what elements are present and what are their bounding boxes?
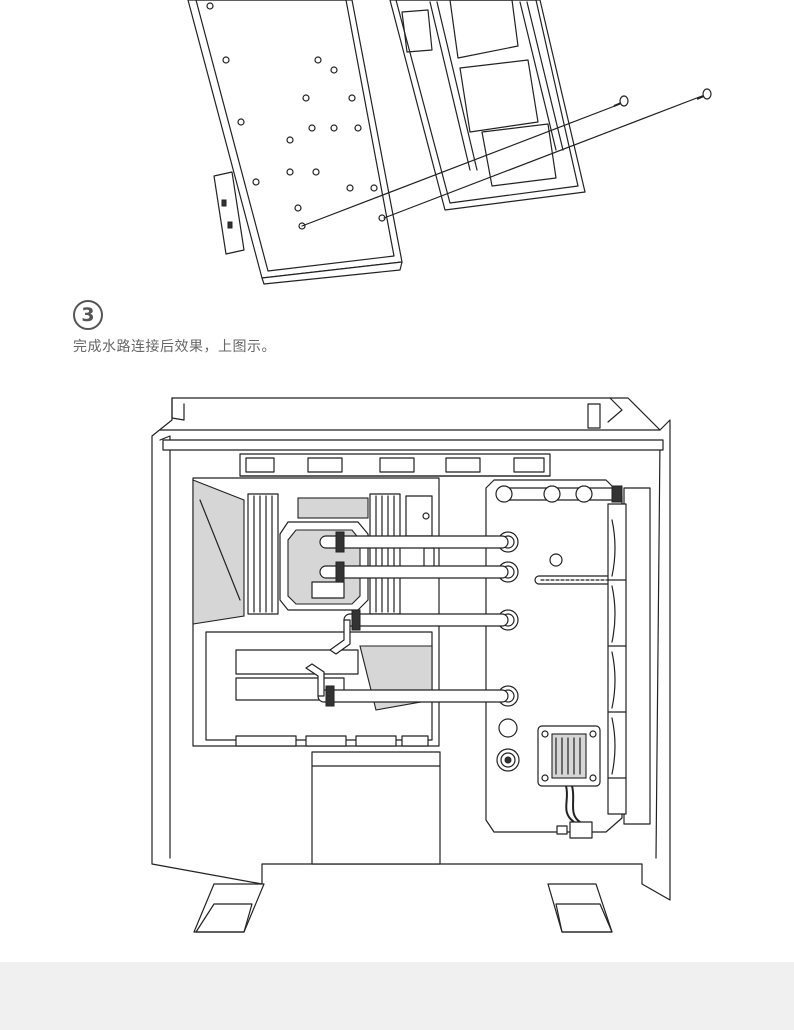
distribution-plate [485,479,623,839]
step-caption: 完成水路连接后效果，上图示。 [73,339,276,355]
footer-band [0,962,794,1030]
screw-icon [696,88,712,100]
step-number-badge: 3 [73,300,103,330]
screws [301,88,712,227]
case-figure [151,397,671,933]
motherboard [192,477,440,747]
top-fan-row [239,453,551,477]
case-feet [193,883,613,933]
water-tubes [305,485,623,707]
pump-unit [537,725,601,839]
side-radiator [607,487,651,825]
gpu-exploded-figure [187,0,712,285]
gpu-waterblock-plate [187,0,403,285]
screw-icon [613,95,629,107]
case-shell [151,397,671,901]
screw-holes [206,2,386,230]
gpu-backplate [381,0,586,221]
psu-shroud [311,751,441,865]
